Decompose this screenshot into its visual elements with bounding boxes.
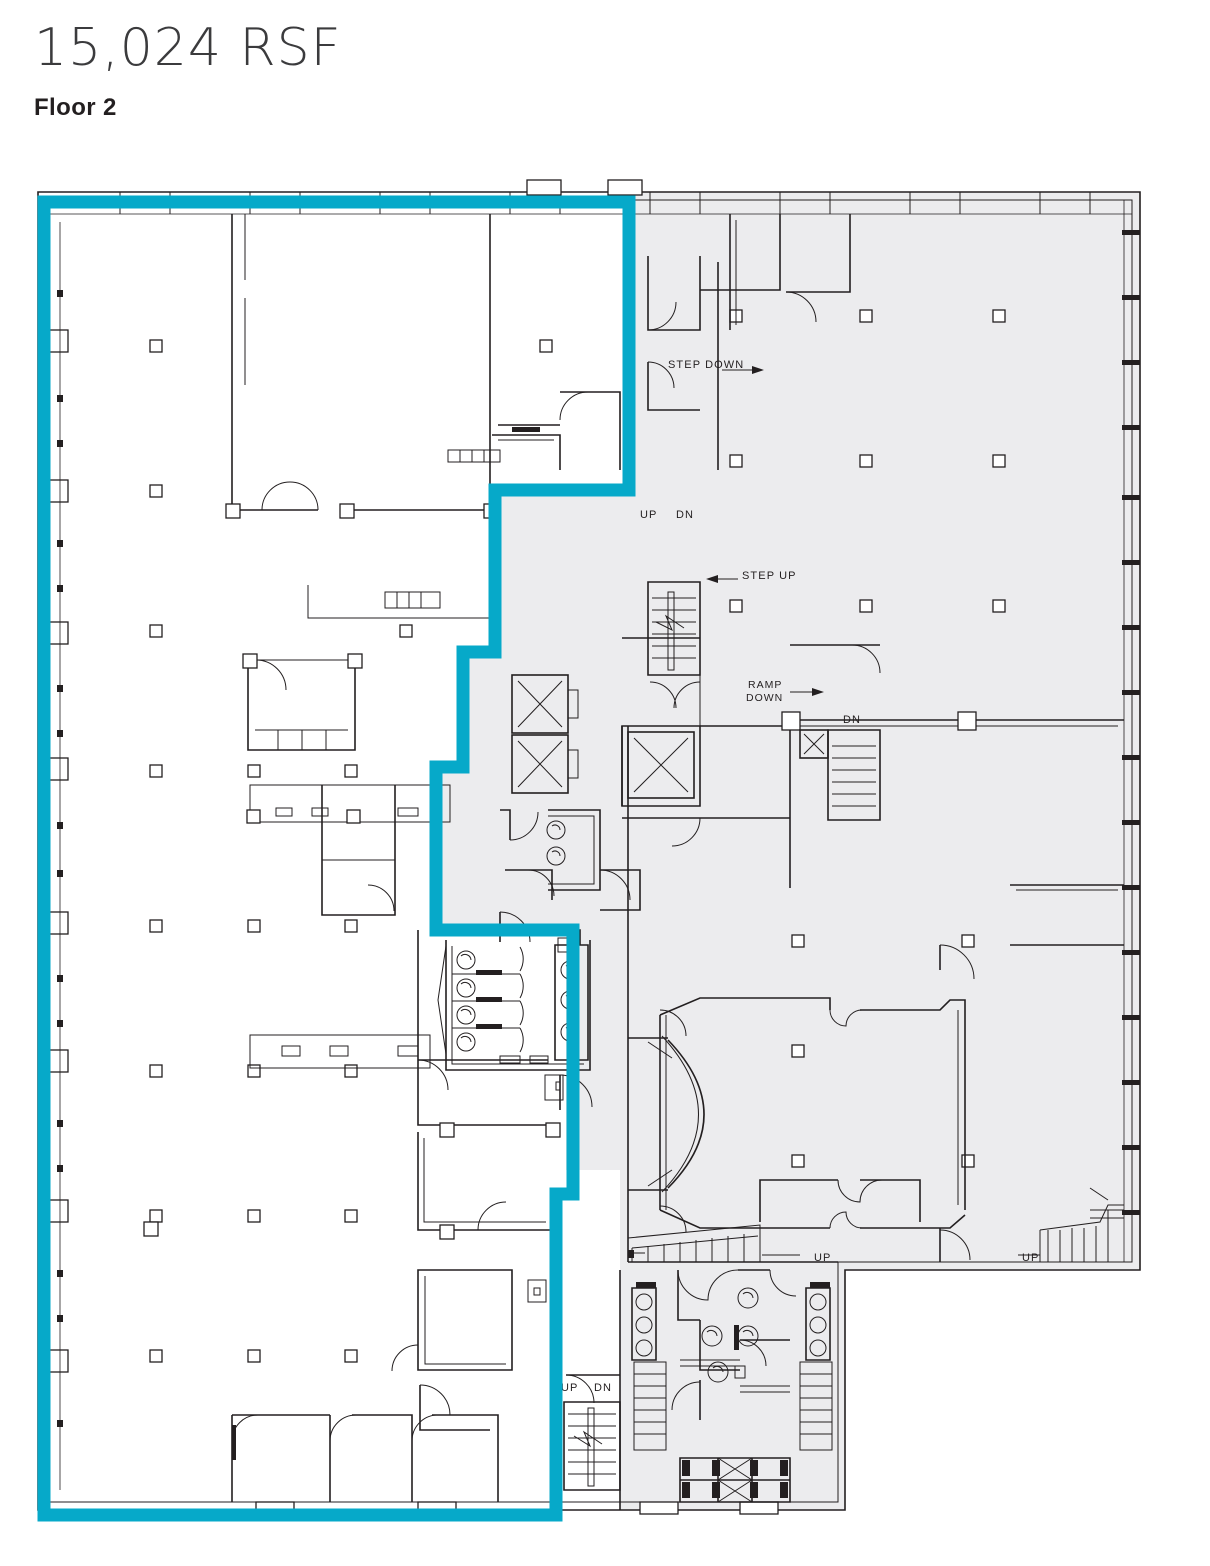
office-room-left-mid (242, 653, 363, 751)
annotation-stair-dn-1: DN (676, 509, 694, 521)
annotation-ramp-2: DOWN (746, 692, 783, 704)
annotation-step-down: STEP DOWN (668, 359, 744, 371)
bottom-sinks-left (631, 1282, 657, 1361)
tenant-boundary-highlight (37, 195, 636, 1522)
auditorium (627, 726, 966, 1262)
right-wall-openings (1122, 200, 1140, 1262)
elevator-bank-left (511, 674, 579, 794)
page-title: 15,024 RSF (34, 18, 342, 78)
casework-band-mid (246, 784, 451, 824)
annotation-stair-up-1: UP (640, 509, 657, 521)
column-grid (149, 309, 1006, 1363)
sink-fixtures-upper (546, 820, 566, 866)
annotation-stair-dn-3: DN (594, 1382, 612, 1394)
core-rooms-mid (447, 391, 621, 470)
lower-right-stair-b (1018, 1187, 1124, 1263)
toilet-fixtures (456, 950, 476, 1052)
tenant-area-fill (38, 196, 625, 1510)
level-change-lines (699, 262, 824, 730)
left-wall-openings (45, 222, 69, 1490)
annotation-ramp-1: RAMP (748, 679, 782, 691)
bottom-toilet-fixtures (701, 1287, 759, 1383)
floor-label: Floor 2 (34, 94, 117, 121)
center-stair-dn (799, 729, 881, 821)
mechanical-shafts (679, 1457, 791, 1503)
annotation-step-up: STEP UP (742, 570, 797, 582)
lower-left-rooms (143, 930, 564, 1240)
shaded-common-area (430, 192, 1140, 1510)
annotation-stair-up-3: UP (1022, 1252, 1039, 1264)
bottom-sinks-right (805, 1282, 831, 1361)
plan-annotations: STEP DOWN UP DN STEP UP RAMP DOWN DN UP … (561, 359, 1039, 1394)
south-stair (563, 1374, 621, 1491)
lower-right-rooms (759, 1179, 971, 1262)
annotation-stair-up-4: UP (561, 1382, 578, 1394)
lower-right-stair-a (627, 1224, 838, 1263)
lower-left-office (391, 1269, 547, 1431)
office-room-left-lower (321, 785, 396, 916)
plan-header: 15,024 RSF Floor 2 (34, 22, 342, 122)
ramp-corridor (621, 637, 1124, 888)
bottom-core (619, 1269, 833, 1510)
annotation-stair-dn-2: DN (843, 714, 861, 726)
bottom-left-rooms (231, 1414, 499, 1502)
annotation-stair-up-2: UP (814, 1252, 831, 1264)
restroom-upper (500, 809, 641, 911)
floor-plan[interactable]: STEP DOWN UP DN STEP UP RAMP DOWN DN UP … (0, 170, 1210, 1566)
right-side-partitions (939, 884, 1124, 980)
